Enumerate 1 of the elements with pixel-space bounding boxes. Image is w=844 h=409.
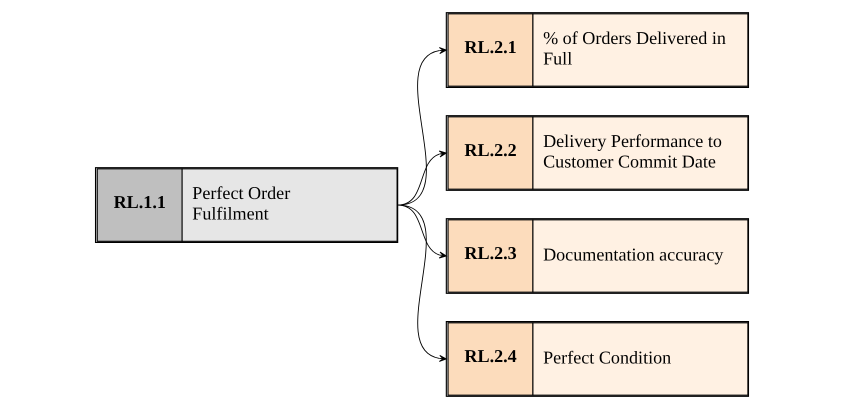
arrow xyxy=(397,204,447,362)
